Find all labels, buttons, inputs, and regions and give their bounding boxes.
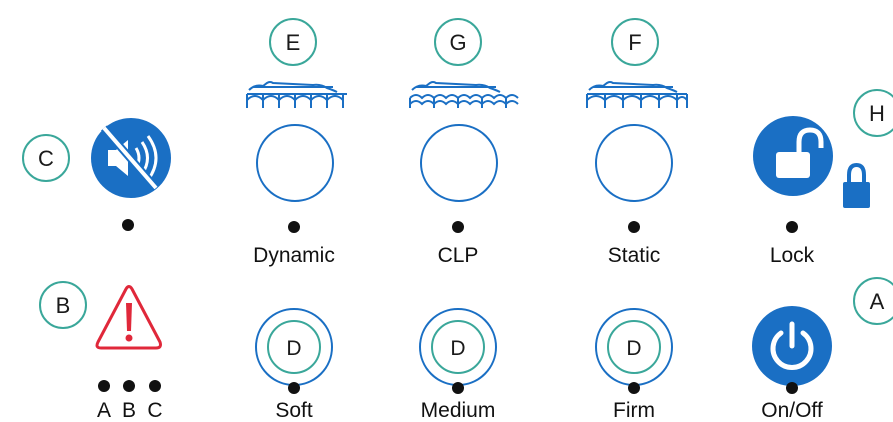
firm-label: Firm — [613, 399, 655, 422]
medium-label: Medium — [421, 399, 496, 422]
callout-c: C — [22, 134, 70, 182]
static-label: Static — [608, 244, 661, 267]
power-icon — [770, 321, 814, 370]
callout-a: A — [853, 277, 893, 325]
alarm-led-a — [98, 380, 110, 392]
svg-text:A: A — [870, 289, 885, 314]
warning-icon — [95, 285, 162, 350]
svg-text:E: E — [286, 30, 301, 55]
soft-indicator-led — [288, 382, 300, 394]
soft-button[interactable]: D — [255, 308, 333, 386]
svg-text:G: G — [449, 30, 466, 55]
power-indicator-led — [786, 382, 798, 394]
lock-indicator-led — [786, 221, 798, 233]
dynamic-button[interactable] — [256, 124, 334, 202]
static-indicator-led — [628, 221, 640, 233]
medium-button[interactable]: D — [419, 308, 497, 386]
callout-h: H — [853, 89, 893, 137]
callout-d: D — [450, 337, 465, 360]
clp-indicator-led — [452, 221, 464, 233]
alarm-led-label-c: C — [147, 399, 162, 422]
callout-g: G — [434, 18, 482, 66]
lock-button[interactable] — [753, 116, 833, 196]
clp-button[interactable] — [420, 124, 498, 202]
power-button[interactable] — [752, 306, 832, 386]
svg-text:F: F — [628, 30, 641, 55]
dynamic-indicator-led — [288, 221, 300, 233]
medium-indicator-led — [452, 382, 464, 394]
svg-text:C: C — [38, 146, 54, 171]
alarm-led-c — [149, 380, 161, 392]
callout-d: D — [626, 337, 641, 360]
callout-e: E — [269, 18, 317, 66]
mute-icon — [100, 125, 160, 191]
alarm-led-label-b: B — [122, 399, 136, 422]
soft-label: Soft — [275, 399, 313, 422]
alarm-led-b — [123, 380, 135, 392]
callout-b: B — [39, 281, 87, 329]
callout-f: F — [611, 18, 659, 66]
mattress-person-icon — [246, 81, 347, 108]
dynamic-label: Dynamic — [253, 244, 335, 267]
lock-icon — [843, 162, 870, 208]
unlock-icon — [776, 127, 824, 178]
mute-button[interactable] — [91, 118, 171, 198]
lock-label: Lock — [770, 244, 815, 267]
on-off-label: On/Off — [761, 399, 823, 422]
callout-d: D — [286, 337, 301, 360]
svg-text:B: B — [56, 293, 71, 318]
static-button[interactable] — [595, 124, 673, 202]
firm-button[interactable]: D — [595, 308, 673, 386]
mute-indicator-led — [122, 219, 134, 231]
mattress-person-icon — [586, 81, 688, 108]
mattress-person-icon — [409, 81, 519, 108]
firm-indicator-led — [628, 382, 640, 394]
alarm-led-label-a: A — [97, 399, 111, 422]
svg-text:H: H — [869, 101, 885, 126]
clp-label: CLP — [438, 244, 479, 267]
